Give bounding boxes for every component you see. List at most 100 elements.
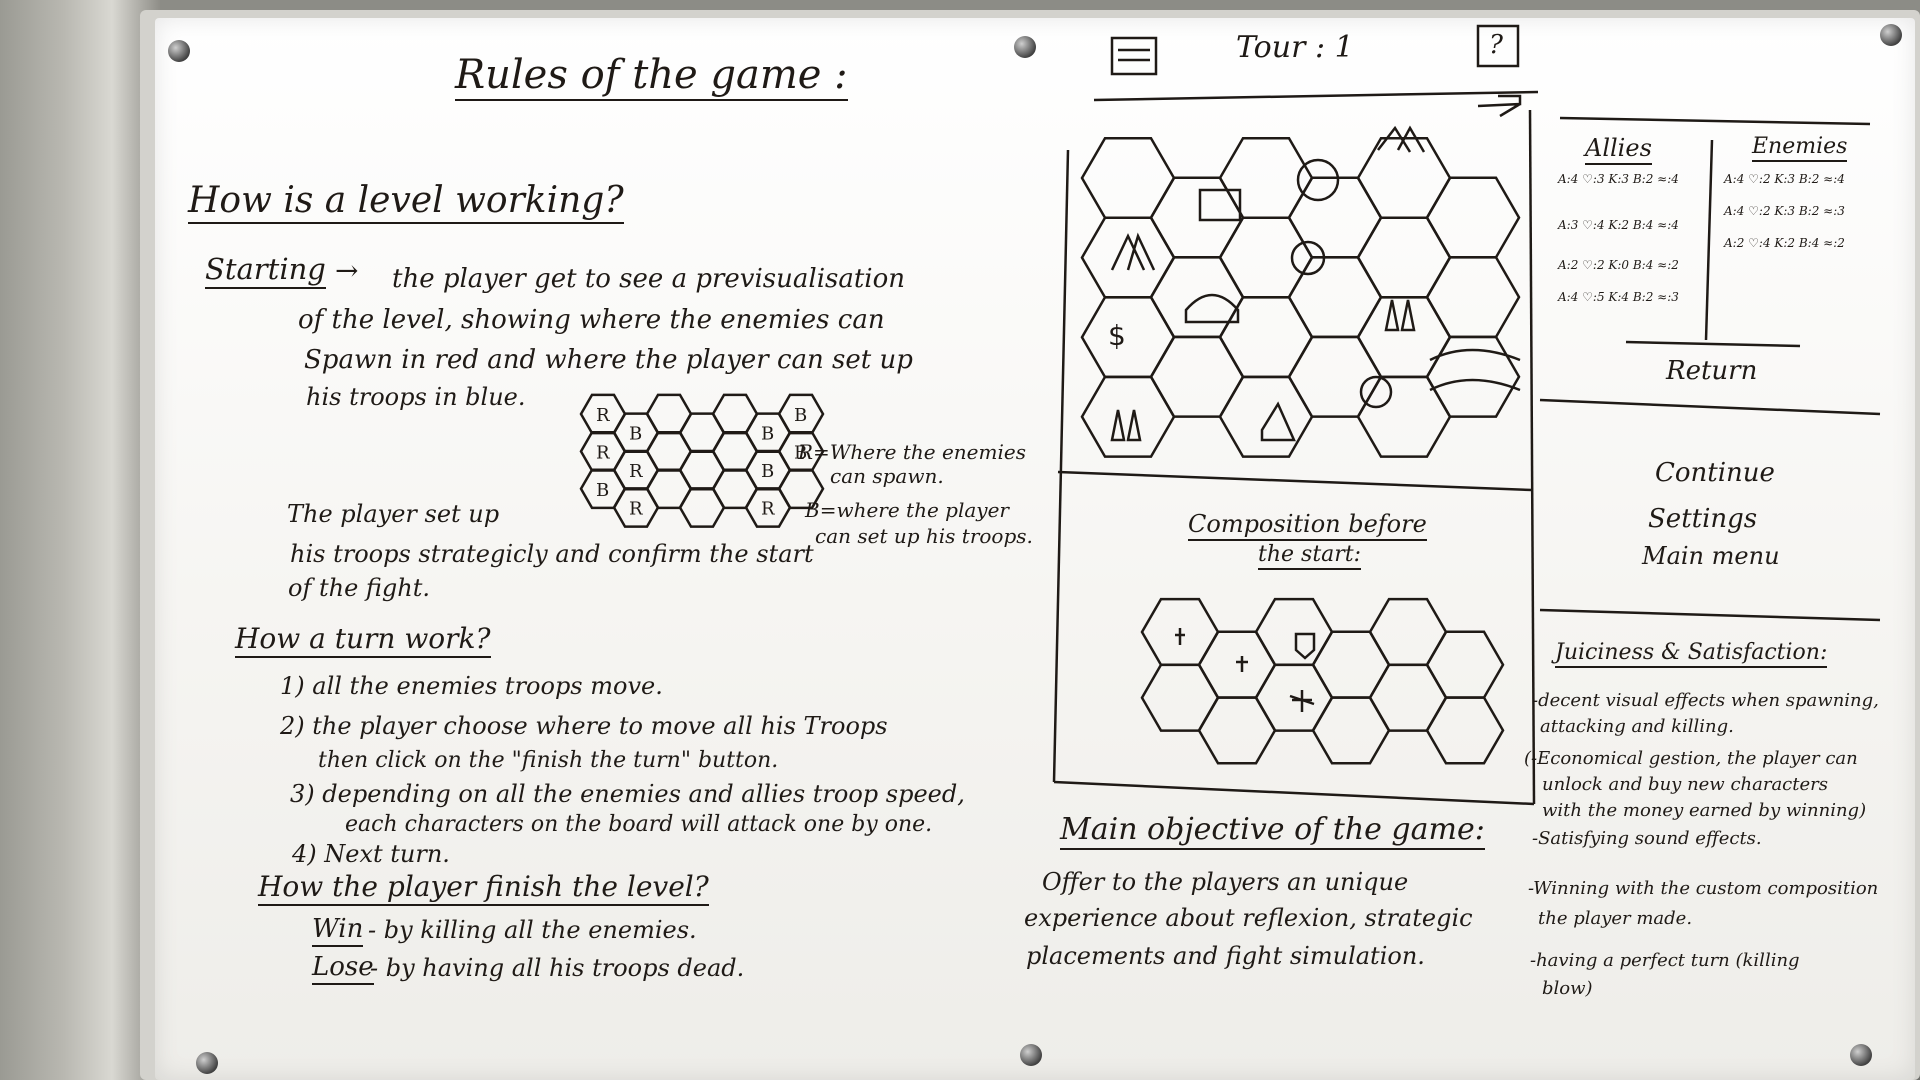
ally-stat: A:4 ♡:5 K:4 B:2 ≈:3 bbox=[1558, 290, 1679, 304]
juiciness-line: with the money earned by winning) bbox=[1542, 800, 1867, 821]
starting-line: the player get to see a previsualisation bbox=[392, 264, 906, 294]
starting-label: Starting bbox=[205, 252, 326, 289]
hex-letter: R bbox=[596, 405, 610, 426]
skull-icon bbox=[1359, 375, 1393, 409]
hex-letter: B bbox=[761, 461, 774, 482]
ally-stat: A:4 ♡:3 K:3 B:2 ≈:4 bbox=[1558, 172, 1679, 186]
magnet bbox=[1880, 24, 1902, 46]
juiciness-line: unlock and buy new characters bbox=[1542, 774, 1828, 795]
lose-label: Lose bbox=[312, 952, 374, 985]
enemy-stat: A:4 ♡:2 K:3 B:2 ≈:4 bbox=[1724, 172, 1845, 186]
juiciness-heading: Juiciness & Satisfaction: bbox=[1555, 640, 1828, 668]
juiciness-line: -having a perfect turn (killing bbox=[1530, 950, 1800, 971]
hex-letter: B bbox=[761, 424, 774, 445]
objective-line: placements and fight simulation. bbox=[1026, 942, 1425, 970]
hex-letter: R bbox=[629, 461, 643, 482]
hex-letter: R bbox=[761, 499, 775, 520]
hex-letter: B bbox=[629, 424, 642, 445]
hex-letter: B bbox=[794, 405, 807, 426]
continue-button[interactable]: Continue bbox=[1655, 458, 1775, 488]
turn-step: 2) the player choose where to move all h… bbox=[280, 712, 888, 740]
river-icon bbox=[1429, 348, 1521, 392]
objective-heading: Main objective of the game: bbox=[1060, 812, 1485, 850]
door-frame bbox=[0, 0, 160, 1080]
hex-tile bbox=[777, 468, 825, 510]
whiteboard bbox=[155, 18, 1915, 1080]
turn-step: 3) depending on all the enemies and alli… bbox=[290, 780, 965, 808]
enemies-title: Enemies bbox=[1752, 134, 1848, 162]
forest-icon bbox=[1384, 299, 1416, 332]
arrow-glyph: → bbox=[335, 254, 359, 287]
juiciness-line: the player made. bbox=[1538, 908, 1693, 929]
juiciness-line: -decent visual effects when spawning, bbox=[1532, 690, 1879, 711]
turn-step: each characters on the board will attack… bbox=[345, 812, 933, 837]
enemy-stat: A:4 ♡:2 K:3 B:2 ≈:3 bbox=[1724, 204, 1845, 218]
legend-red: can spawn. bbox=[830, 464, 944, 488]
help-icon bbox=[1476, 24, 1520, 68]
section-heading-level: How is a level working? bbox=[188, 180, 624, 224]
settings-button[interactable]: Settings bbox=[1648, 504, 1758, 534]
mountain-icon bbox=[1260, 401, 1296, 442]
juiciness-line: (-Economical gestion, the player can bbox=[1524, 748, 1858, 769]
juiciness-line: attacking and killing. bbox=[1540, 716, 1734, 737]
setup-line: The player set up bbox=[287, 500, 500, 528]
hex-tile bbox=[1425, 696, 1505, 765]
starting-line: Spawn in red and where the player can se… bbox=[304, 345, 913, 375]
lose-text: - by having all his troops dead. bbox=[370, 954, 745, 982]
cross-icon bbox=[1236, 656, 1248, 672]
hex-letter: R bbox=[596, 442, 610, 463]
win-text: - by killing all the enemies. bbox=[368, 916, 697, 944]
turn-step: 4) Next turn. bbox=[292, 840, 450, 868]
section-heading-finish: How the player finish the level? bbox=[258, 870, 709, 906]
forest-icon bbox=[1110, 409, 1142, 442]
objective-line: Offer to the players an unique bbox=[1042, 868, 1409, 896]
shield-icon bbox=[1294, 632, 1316, 660]
skull-icon bbox=[1296, 158, 1340, 202]
juiciness-line: blow) bbox=[1542, 978, 1593, 999]
enemy-stat: A:2 ♡:4 K:2 B:4 ≈:2 bbox=[1724, 236, 1845, 250]
legend-red: R=Where the enemies bbox=[798, 440, 1026, 464]
allies-title: Allies bbox=[1585, 134, 1652, 165]
objective-line: experience about reflexion, strategic bbox=[1024, 904, 1473, 932]
hex-letter: R bbox=[629, 499, 643, 520]
setup-line: his troops strategicly and confirm the s… bbox=[290, 540, 814, 568]
cross-icon bbox=[1175, 628, 1185, 645]
return-button[interactable]: Return bbox=[1666, 356, 1758, 386]
win-label: Win bbox=[312, 914, 364, 947]
tree-glyph-icon: $ bbox=[1108, 319, 1126, 352]
legend-blue: can set up his troops. bbox=[815, 524, 1033, 548]
juiciness-line: -Satisfying sound effects. bbox=[1532, 828, 1762, 849]
magnet bbox=[168, 40, 190, 62]
composition-title: Composition before bbox=[1188, 510, 1427, 541]
mountain-icon bbox=[1110, 232, 1156, 271]
hex-letter: B bbox=[794, 442, 807, 463]
composition-subtitle: the start: bbox=[1258, 542, 1362, 570]
legend-blue: B=where the player bbox=[805, 498, 1009, 522]
ally-stat: A:2 ♡:2 K:0 B:4 ≈:2 bbox=[1558, 258, 1679, 272]
main-menu-button[interactable]: Main menu bbox=[1642, 542, 1780, 570]
character-icon bbox=[1184, 293, 1240, 324]
section-heading-turn: How a turn work? bbox=[235, 622, 491, 658]
magnet bbox=[1014, 36, 1036, 58]
turn-step: 1) all the enemies troops move. bbox=[280, 672, 663, 700]
turn-step: then click on the "finish the turn" butt… bbox=[318, 748, 779, 773]
mountain-icon bbox=[1377, 125, 1426, 153]
skull-icon bbox=[1290, 240, 1326, 276]
magnet bbox=[1850, 1044, 1872, 1066]
juiciness-line: -Winning with the custom composition bbox=[1528, 878, 1879, 899]
hex-tile bbox=[1425, 335, 1521, 418]
heal-cross-icon bbox=[1289, 690, 1315, 712]
page-title: Rules of the game : bbox=[455, 52, 848, 101]
hex-letter: B bbox=[596, 480, 609, 501]
ally-stat: A:3 ♡:4 K:2 B:4 ≈:4 bbox=[1558, 218, 1679, 232]
character-icon bbox=[1198, 188, 1242, 222]
starting-line: his troops in blue. bbox=[306, 383, 526, 411]
magnet bbox=[196, 1052, 218, 1074]
turn-counter: Tour : 1 bbox=[1236, 30, 1354, 65]
log-icon bbox=[1110, 36, 1158, 76]
magnet bbox=[1020, 1044, 1042, 1066]
help-glyph: ? bbox=[1489, 30, 1503, 60]
